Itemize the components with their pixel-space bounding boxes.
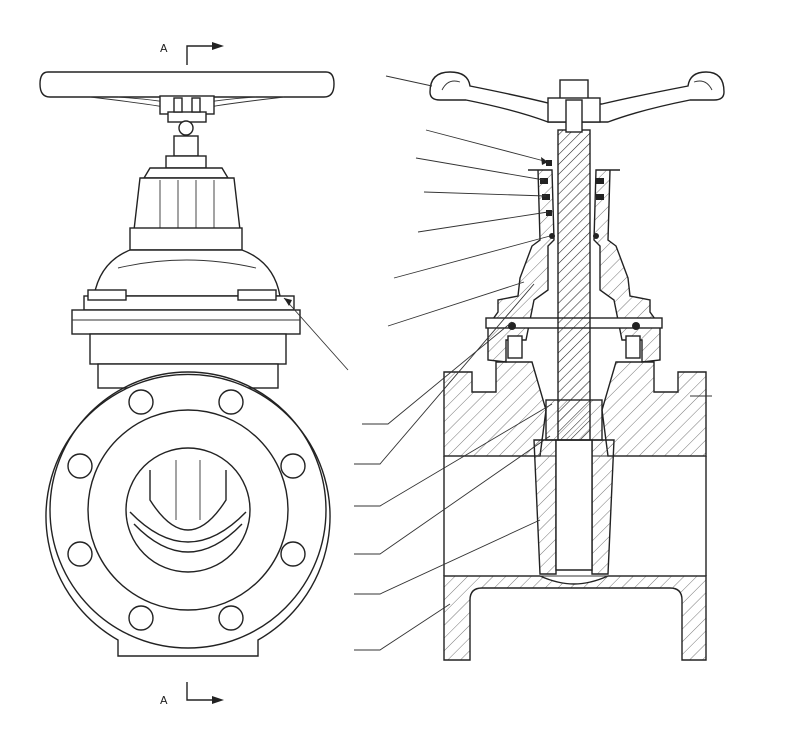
- leader-line: [385, 75, 433, 87]
- leader-line: [283, 297, 349, 371]
- bolt-hole: [67, 541, 93, 567]
- bolt-hole: [67, 453, 93, 479]
- bolt-hole: [128, 605, 154, 631]
- leader-line: [423, 191, 547, 197]
- gland-exterior: [129, 177, 243, 251]
- handwheel-exterior: [39, 71, 335, 123]
- bolt-hole: [128, 389, 154, 415]
- section-view: [429, 71, 725, 661]
- leader-line: [354, 403, 553, 507]
- leader-line: [354, 519, 541, 595]
- bonnet-exterior: [93, 249, 281, 297]
- leader-lines: [283, 75, 553, 651]
- section-mark-top: A: [160, 42, 224, 65]
- leader-line: [417, 211, 549, 233]
- wedge-section: [533, 399, 615, 575]
- section-mark-bottom-letter: A: [160, 694, 168, 707]
- bolt-hole: [280, 541, 306, 567]
- leader-line: [362, 321, 513, 425]
- leader-line: [354, 435, 551, 555]
- bolt-hole: [218, 605, 244, 631]
- stem-section: [557, 99, 591, 441]
- leader-line: [387, 281, 525, 327]
- section-mark-top-letter: A: [160, 42, 168, 55]
- leader-line: [393, 235, 551, 279]
- end-flange-exterior: [45, 371, 331, 657]
- leader-line: [354, 283, 535, 465]
- section-mark-bottom: A: [160, 682, 224, 707]
- stem-cap-exterior: [142, 120, 230, 179]
- leader-line: [425, 129, 549, 163]
- exterior-view: [39, 71, 335, 657]
- leader-line: [415, 157, 545, 181]
- bolt-hole: [280, 453, 306, 479]
- leader-line: [354, 603, 451, 651]
- bolt-hole: [218, 389, 244, 415]
- body-section: [443, 361, 707, 661]
- bonnet-flange-exterior: [71, 289, 301, 365]
